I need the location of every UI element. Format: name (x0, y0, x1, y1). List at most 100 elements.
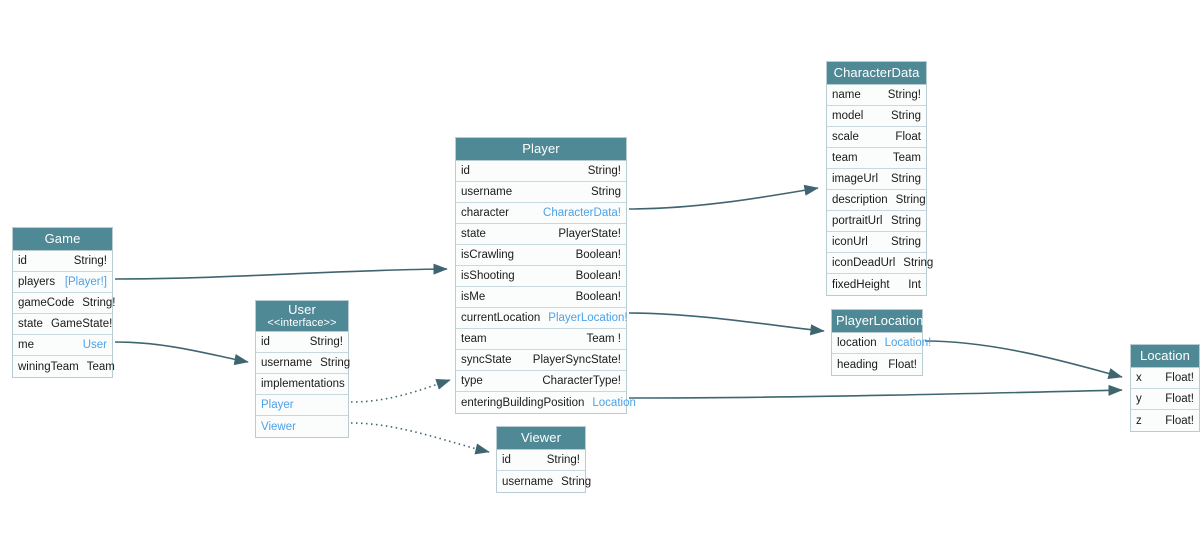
field-row[interactable]: gameCode String! (13, 293, 116, 314)
field-name: username (261, 357, 313, 369)
field-type: String! (887, 89, 921, 101)
field-row[interactable]: name String! (827, 85, 926, 106)
field-name: location (837, 337, 877, 349)
field-type: String! (82, 297, 116, 309)
field-type: CharacterType! (542, 375, 621, 387)
field-row[interactable]: fixedHeight Int (827, 274, 926, 295)
field-name: description (832, 194, 888, 206)
field-type: String (590, 186, 621, 198)
field-type: String! (73, 255, 107, 267)
field-row[interactable]: players[Player!] (13, 272, 112, 293)
entity-title-game: Game (13, 228, 112, 251)
edge-player-currentLocation-to-playerlocation (628, 312, 825, 336)
field-name: isMe (461, 291, 486, 303)
field-type: Boolean! (575, 270, 621, 282)
field-type[interactable]: [Player!] (64, 276, 107, 288)
field-row[interactable]: syncState PlayerSyncState! (456, 350, 626, 371)
field-name: isShooting (461, 270, 515, 282)
entity-name: CharacterData (833, 65, 920, 80)
field-type: String! (309, 336, 343, 348)
field-type: Team ! (586, 333, 621, 345)
field-row[interactable]: currentLocation PlayerLocation! (456, 308, 628, 329)
field-row[interactable]: username String (256, 353, 351, 374)
field-type[interactable]: CharacterData! (543, 207, 621, 219)
field-type: String (903, 257, 934, 269)
entity-name: Location (1140, 348, 1190, 363)
field-name: portraitUrl (832, 215, 883, 227)
field-name: iconUrl (832, 236, 868, 248)
field-type: Team (892, 152, 921, 164)
field-type[interactable]: PlayerLocation! (548, 312, 628, 324)
field-type: Float! (1165, 414, 1194, 427)
field-type: Int (908, 278, 921, 291)
implementation-row[interactable]: Viewer (256, 416, 348, 437)
field-name: id (461, 165, 470, 177)
field-name: me (18, 339, 34, 351)
field-type: String (320, 357, 351, 369)
entity-name: PlayerLocation (836, 313, 924, 328)
field-name: imageUrl (832, 173, 879, 185)
edge-user-Player-to-player (350, 378, 451, 403)
field-row[interactable]: z Float! (1131, 410, 1199, 431)
field-name: character (461, 207, 509, 219)
field-name: gameCode (18, 297, 75, 309)
entity-stereotype: <<interface>> (267, 317, 337, 329)
field-row[interactable]: isShooting Boolean! (456, 266, 626, 287)
entity-title-player: Player (456, 138, 626, 161)
implementations-label-row: implementations (256, 374, 348, 395)
edge-user-Viewer-to-viewer (350, 422, 490, 455)
field-type[interactable]: User (82, 339, 107, 351)
field-name: currentLocation (461, 312, 541, 324)
field-name: fixedHeight (832, 278, 890, 291)
field-type: Boolean! (575, 249, 621, 261)
field-name: username (502, 475, 554, 488)
field-type: PlayerSyncState! (532, 354, 621, 366)
implementation-row[interactable]: Player (256, 395, 348, 416)
entity-title-viewer: Viewer (497, 427, 585, 450)
entity-title-playerlocation: PlayerLocation (832, 310, 924, 333)
field-row[interactable]: location Location! (832, 333, 931, 354)
field-type[interactable]: Location (592, 396, 636, 409)
field-name: name (832, 89, 861, 101)
field-name: syncState (461, 354, 512, 366)
field-type: Team (86, 360, 115, 373)
field-row[interactable]: me User (13, 335, 112, 356)
field-row[interactable]: character CharacterData! (456, 203, 626, 224)
field-type: PlayerState! (558, 228, 621, 240)
field-type[interactable]: Location! (884, 337, 932, 349)
field-name: z (1136, 414, 1142, 427)
